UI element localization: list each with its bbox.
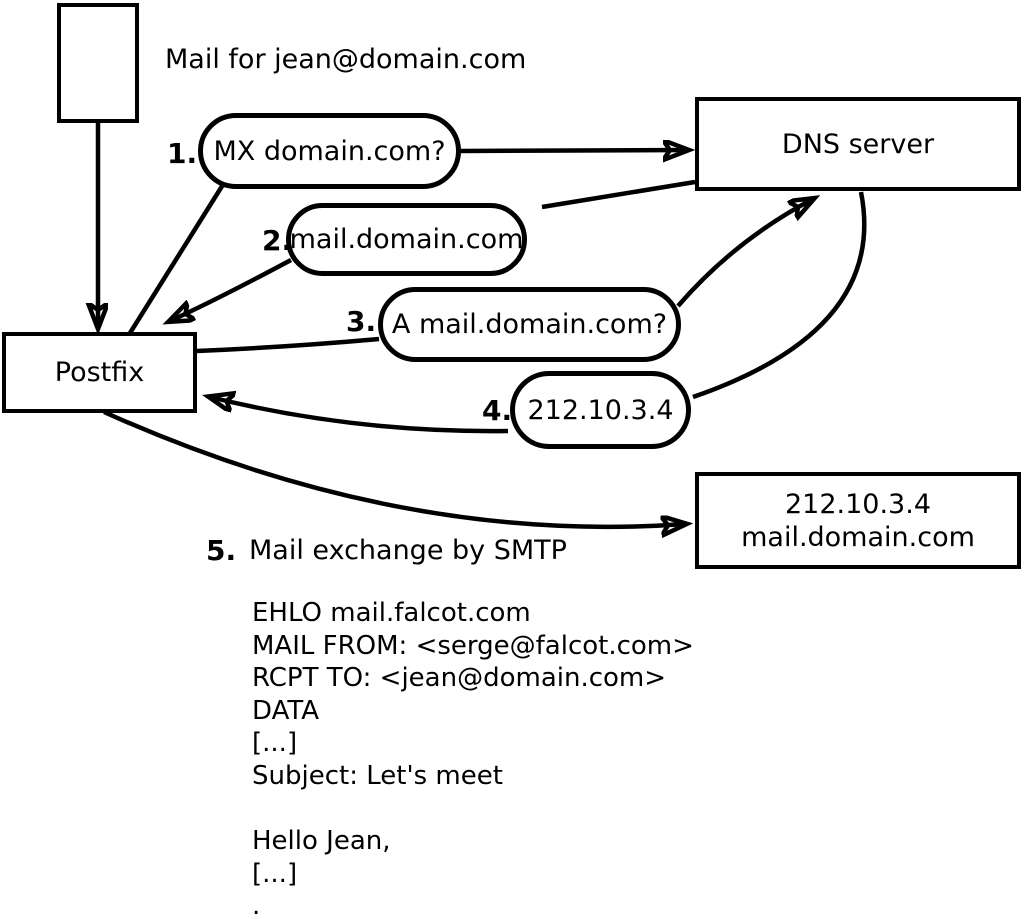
step2-response-bubble: mail.domain.com bbox=[286, 203, 527, 276]
smtp-line: EHLO mail.falcot.com bbox=[252, 598, 531, 628]
step3-number: 3. bbox=[346, 305, 377, 338]
mail-server-ip: 212.10.3.4 bbox=[785, 488, 931, 520]
smtp-line: MAIL FROM: <serge@falcot.com> bbox=[252, 630, 694, 661]
step4-number: 4. bbox=[482, 394, 513, 427]
arrow-postfix-to-mailserver bbox=[103, 409, 685, 527]
step1-number: 1. bbox=[167, 137, 198, 170]
line-dns-to-step2 bbox=[541, 179, 696, 210]
smtp-line: Subject: Let's meet bbox=[252, 760, 503, 791]
smtp-line: Hello Jean, bbox=[252, 826, 391, 857]
step2-response-label: mail.domain.com bbox=[289, 224, 524, 255]
smtp-line: DATA bbox=[252, 695, 319, 726]
smtp-line: RCPT TO: <jean@domain.com> bbox=[252, 663, 667, 694]
step3-query-bubble: A mail.domain.com? bbox=[378, 287, 681, 362]
smtp-line: . bbox=[252, 891, 261, 919]
step3-query-label: A mail.domain.com? bbox=[391, 309, 668, 340]
step5-number: 5. bbox=[206, 534, 237, 567]
dns-server-node: DNS server bbox=[695, 97, 1021, 191]
dns-server-label: DNS server bbox=[781, 128, 935, 160]
step1-query-label: MX domain.com? bbox=[213, 135, 446, 167]
arrow-step1-to-dns bbox=[459, 150, 687, 151]
step4-response-label: 212.10.3.4 bbox=[527, 394, 674, 426]
step1-query-bubble: MX domain.com? bbox=[198, 113, 461, 189]
line-postfix-to-step3 bbox=[196, 336, 380, 354]
smtp-line: [...] bbox=[252, 728, 298, 759]
postfix-node: Postfix bbox=[2, 332, 197, 413]
smtp-line: [...] bbox=[252, 858, 298, 889]
step5-label: Mail exchange by SMTP bbox=[249, 535, 567, 566]
smtp-line bbox=[252, 793, 694, 826]
mail-message-node bbox=[57, 3, 139, 123]
arrow-step4-to-postfix bbox=[210, 397, 509, 434]
step2-number: 2. bbox=[262, 224, 293, 257]
smtp-session-transcript: EHLO mail.falcot.com MAIL FROM: <serge@f… bbox=[252, 597, 694, 919]
postfix-label: Postfix bbox=[54, 357, 145, 388]
arrow-step2-to-postfix bbox=[170, 258, 293, 321]
mail-server-hostname: mail.domain.com bbox=[741, 521, 975, 553]
mail-note-label: Mail for jean@domain.com bbox=[165, 44, 527, 75]
arrow-step3-to-dns bbox=[676, 199, 813, 308]
step4-response-bubble: 212.10.3.4 bbox=[510, 371, 691, 449]
line-postfix-to-step1 bbox=[128, 181, 226, 335]
mail-server-node: 212.10.3.4 mail.domain.com bbox=[695, 472, 1021, 569]
line-dns-to-step4 bbox=[692, 191, 867, 400]
